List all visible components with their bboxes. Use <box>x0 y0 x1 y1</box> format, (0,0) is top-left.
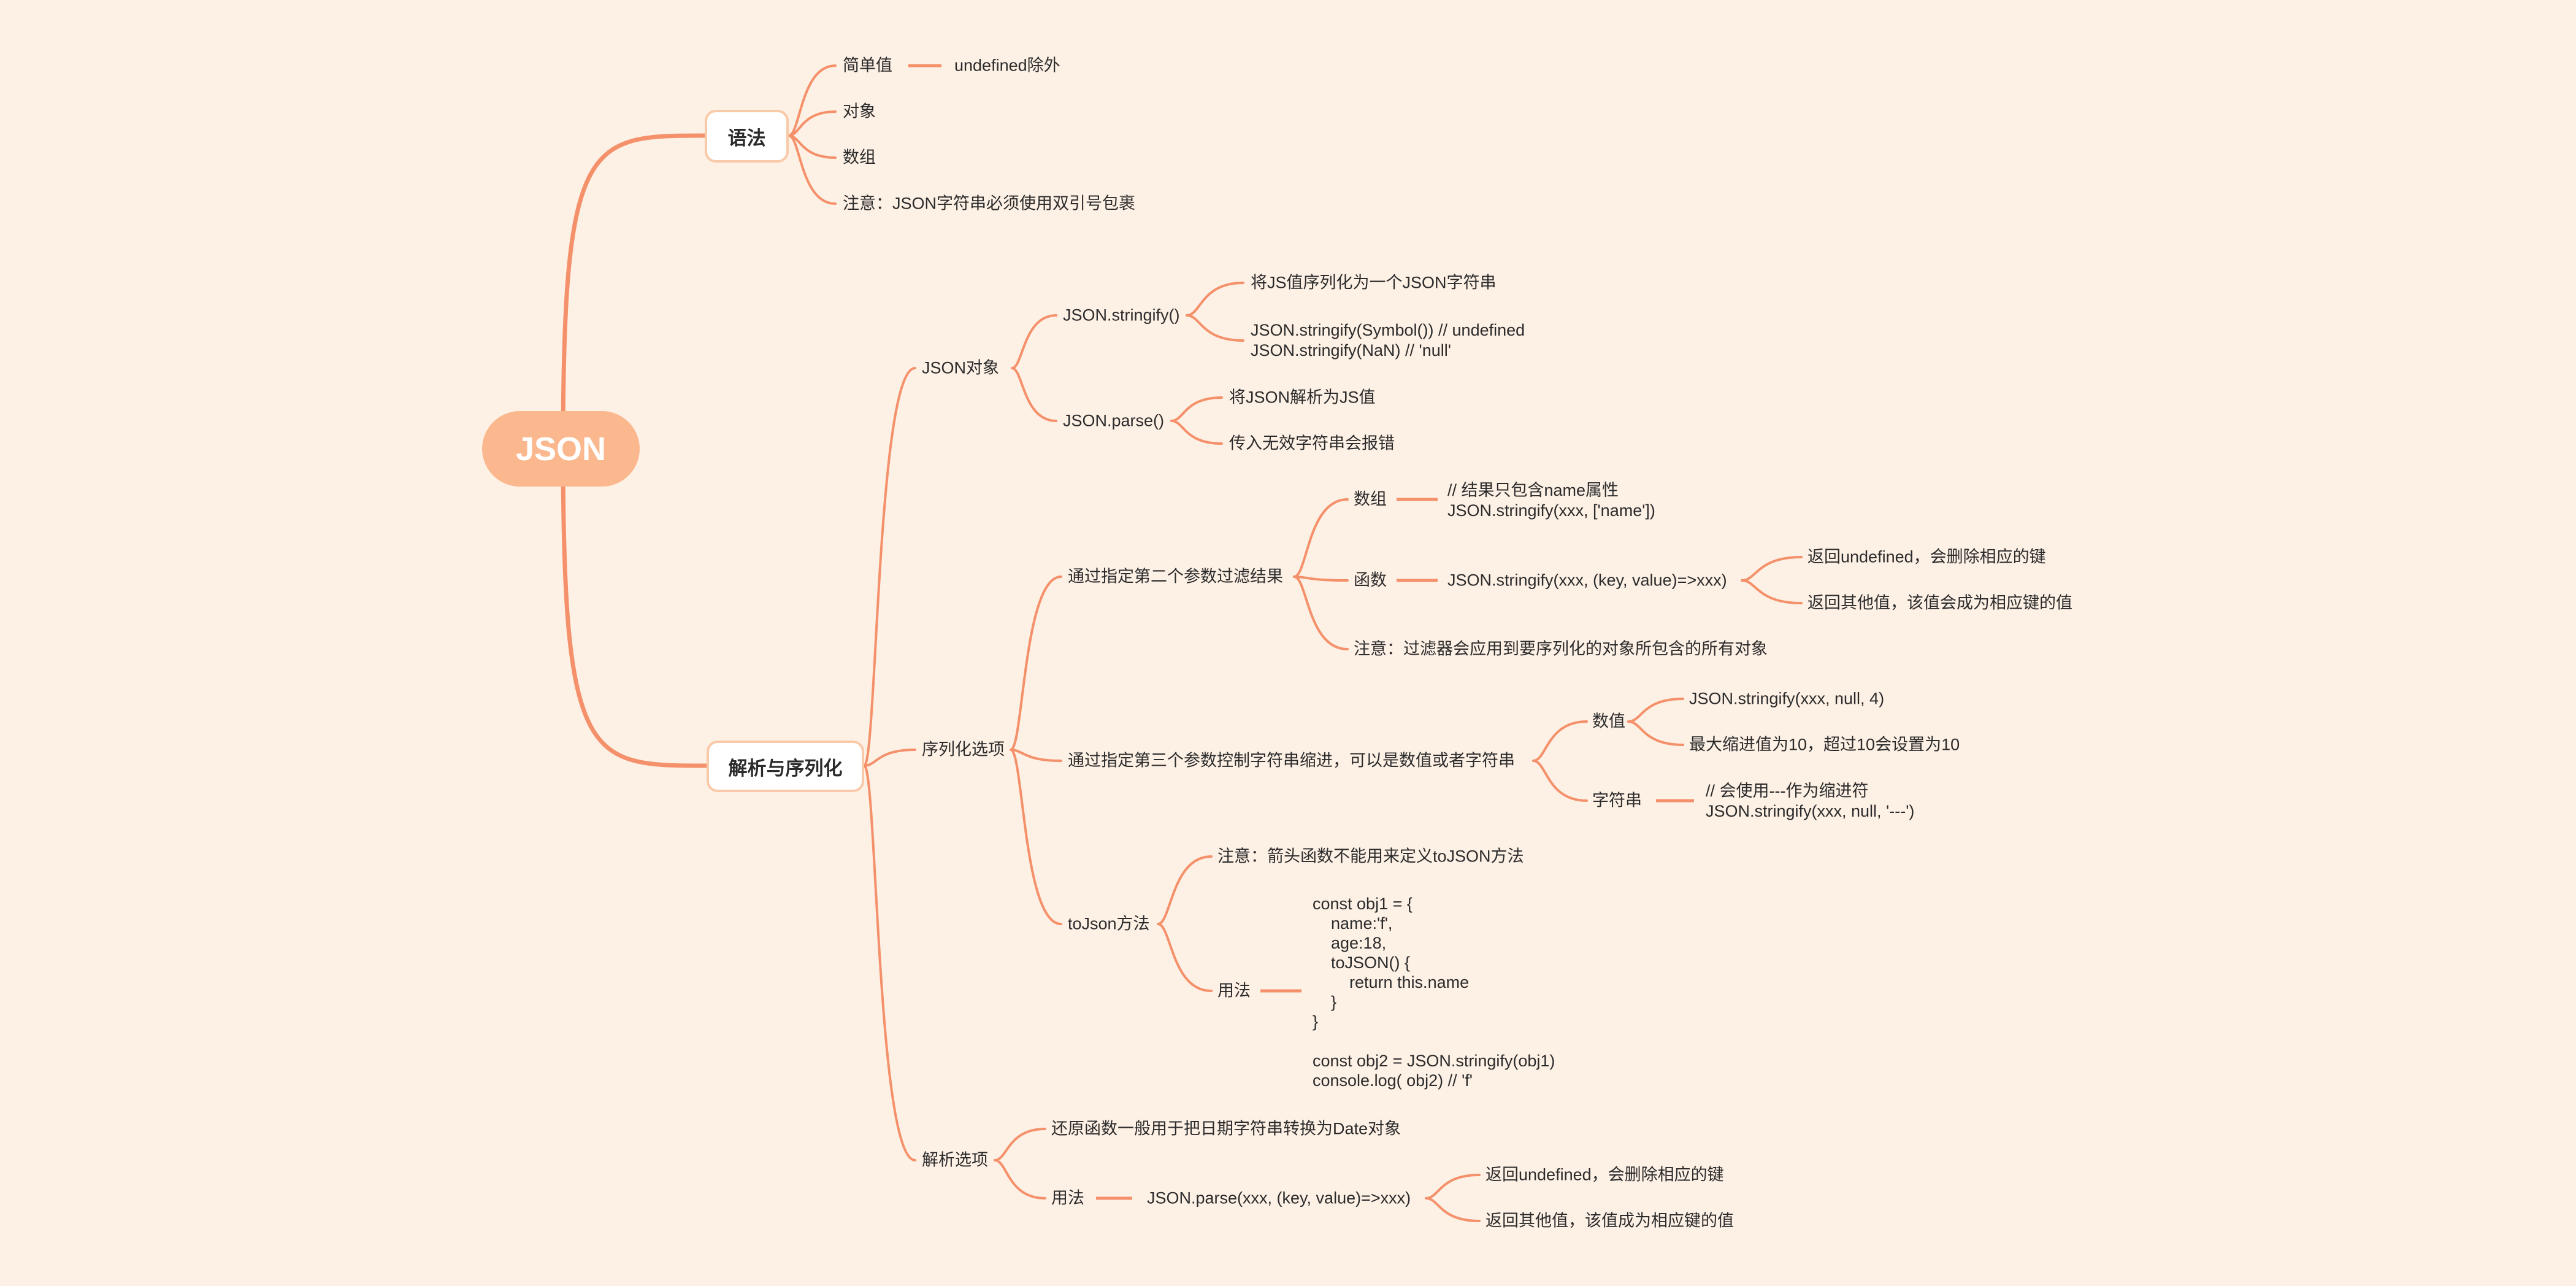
connector-curve <box>788 64 837 137</box>
node-filter-return-other[interactable]: 返回其他值，该值会成为相应键的值 <box>1807 593 2072 612</box>
connector-curve <box>1741 579 1803 604</box>
connector-curve <box>994 1128 1046 1161</box>
node-parse-serialize[interactable]: 解析与序列化 <box>707 741 864 792</box>
node-parse-error[interactable]: 传入无效字符串会报错 <box>1229 434 1395 453</box>
node-stringify-desc[interactable]: 将JS值序列化为一个JSON字符串 <box>1251 273 1497 292</box>
connector-curve <box>1627 698 1684 723</box>
connector-curve <box>1293 576 1349 582</box>
connector-curve <box>1010 576 1062 751</box>
connector-curve <box>788 110 837 137</box>
node-parse-desc[interactable]: 将JSON解析为JS值 <box>1229 388 1376 407</box>
node-simple-value-note[interactable]: undefined除外 <box>954 56 1060 75</box>
connector-curve <box>1170 396 1223 422</box>
node-indent-string-code[interactable]: // 会使用---作为缩进符 JSON.stringify(xxx, null,… <box>1706 782 1915 820</box>
connector-curve <box>1425 1197 1481 1222</box>
node-simple-value[interactable]: 简单值 <box>843 56 892 75</box>
node-object[interactable]: 对象 <box>843 102 876 121</box>
node-indent-number[interactable]: 数值 <box>1592 712 1625 731</box>
connector-curve <box>1157 923 1213 992</box>
node-filter-function[interactable]: 函数 <box>1354 571 1387 590</box>
connector-curve <box>1627 720 1684 746</box>
node-filter-return-undefined[interactable]: 返回undefined，会删除相应的键 <box>1807 547 2046 566</box>
connector-curve <box>1010 749 1062 925</box>
connector-curve <box>1532 760 1588 802</box>
node-parse[interactable]: JSON.parse() <box>1063 411 1165 430</box>
connector-curve <box>863 764 916 1161</box>
node-stringify[interactable]: JSON.stringify() <box>1063 306 1180 325</box>
node-tojson-code[interactable]: const obj1 = { name:'f', age:18, toJSON(… <box>1313 895 1555 1090</box>
node-json-object[interactable]: JSON对象 <box>922 358 1000 377</box>
node-serialize-options[interactable]: 序列化选项 <box>922 740 1005 759</box>
connector-curve <box>1186 314 1244 342</box>
node-filter-array[interactable]: 数组 <box>1354 490 1387 509</box>
node-tojson-usage[interactable]: 用法 <box>1217 981 1251 1000</box>
connector-curve <box>1011 367 1057 422</box>
connector-curve <box>863 749 916 767</box>
node-filter-note[interactable]: 注意：过滤器会应用到要序列化的对象所包含的所有对象 <box>1354 639 1768 658</box>
node-parse-return-other[interactable]: 返回其他值，该值成为相应键的值 <box>1485 1211 1734 1230</box>
connector-curve <box>1425 1174 1481 1199</box>
root-node[interactable]: JSON <box>482 411 640 487</box>
node-syntax[interactable]: 语法 <box>705 110 789 163</box>
connector-curve <box>994 1159 1046 1199</box>
node-tojson[interactable]: toJson方法 <box>1068 914 1150 933</box>
node-parse-usage-code[interactable]: JSON.parse(xxx, (key, value)=>xxx) <box>1147 1188 1411 1207</box>
connector-curve <box>788 134 837 205</box>
connector-curve <box>1011 314 1057 369</box>
node-parse-options[interactable]: 解析选项 <box>922 1150 988 1169</box>
node-filter-function-code[interactable]: JSON.stringify(xxx, (key, value)=>xxx) <box>1447 571 1727 590</box>
node-filter-array-code[interactable]: // 结果只包含name属性 JSON.stringify(xxx, ['nam… <box>1447 481 1655 520</box>
connector-curve <box>1741 556 1803 582</box>
connector-curve <box>1157 855 1213 925</box>
node-reviver[interactable]: 还原函数一般用于把日期字符串转换为Date对象 <box>1051 1119 1401 1138</box>
node-indent[interactable]: 通过指定第三个参数控制字符串缩进，可以是数值或者字符串 <box>1068 751 1515 770</box>
node-syntax-note[interactable]: 注意：JSON字符串必须使用双引号包裹 <box>843 194 1136 213</box>
connector-root <box>561 133 705 449</box>
connector-curve <box>1293 576 1349 650</box>
node-filter[interactable]: 通过指定第二个参数过滤结果 <box>1068 567 1283 586</box>
connector-curve <box>863 367 916 767</box>
connector-curve <box>1170 420 1223 445</box>
connector-root <box>561 448 707 768</box>
connector-curve <box>1010 749 1062 762</box>
connector-curve <box>1532 720 1588 762</box>
node-indent-string[interactable]: 字符串 <box>1592 791 1642 810</box>
node-parse-usage[interactable]: 用法 <box>1051 1188 1084 1207</box>
connector-curve <box>1186 282 1244 317</box>
node-indent-number-code[interactable]: JSON.stringify(xxx, null, 4) <box>1689 689 1885 708</box>
node-indent-number-max[interactable]: 最大缩进值为10，超过10会设置为10 <box>1689 735 1960 754</box>
node-stringify-example[interactable]: JSON.stringify(Symbol()) // undefined JS… <box>1251 321 1525 360</box>
node-parse-return-undefined[interactable]: 返回undefined，会删除相应的键 <box>1485 1165 1724 1184</box>
connector-curve <box>1293 498 1349 578</box>
node-tojson-note[interactable]: 注意：箭头函数不能用来定义toJSON方法 <box>1217 847 1524 866</box>
node-array[interactable]: 数组 <box>843 148 876 167</box>
